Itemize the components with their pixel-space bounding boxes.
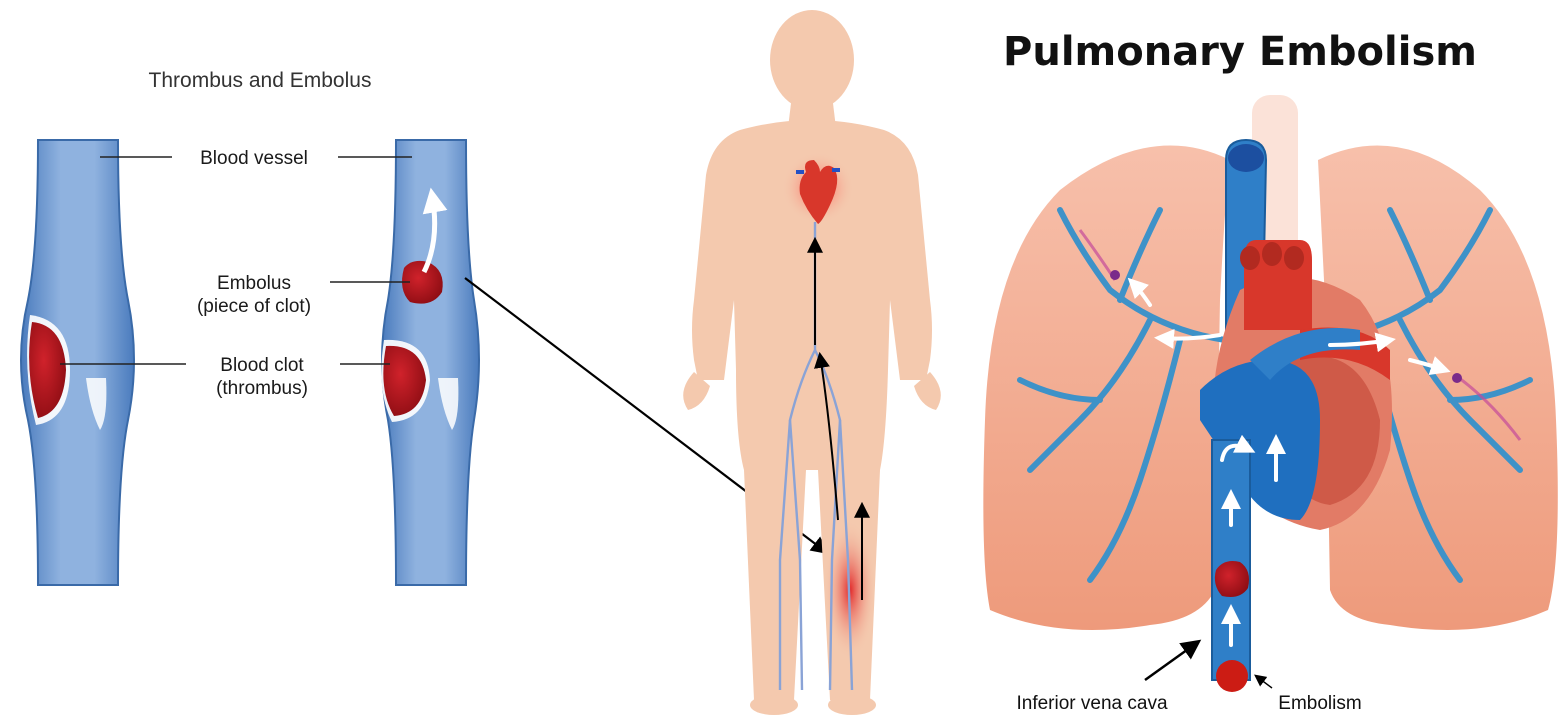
label-blood-vessel: Blood vessel — [200, 148, 308, 169]
human-body-figure — [683, 10, 941, 715]
label-inferior-vena-cava: Inferior vena cava — [1016, 693, 1167, 714]
right-panel-title: Pulmonary Embolism — [1003, 29, 1477, 75]
vessel-with-embolus — [381, 140, 479, 585]
label-embolus: Embolus — [217, 273, 291, 294]
left-panel-title: Thrombus and Embolus — [149, 69, 372, 92]
label-embolus-desc: (piece of clot) — [197, 296, 311, 317]
vessel-with-thrombus — [21, 140, 134, 585]
label-blood-clot-desc: (thrombus) — [216, 378, 308, 399]
ivc-pointer-arrow-icon — [1145, 642, 1198, 680]
pulmonary-embolism-panel: Pulmonary Embolism — [983, 29, 1557, 714]
label-embolism: Embolism — [1278, 693, 1361, 714]
label-blood-clot: Blood clot — [220, 355, 304, 376]
embolus-clot — [1215, 561, 1249, 597]
thrombus-embolus-panel: Thrombus and Embolus Blood vessel Embo — [21, 69, 479, 585]
embolism-pointer-arrow-icon — [1256, 676, 1272, 688]
embolism-dot — [1216, 660, 1248, 692]
